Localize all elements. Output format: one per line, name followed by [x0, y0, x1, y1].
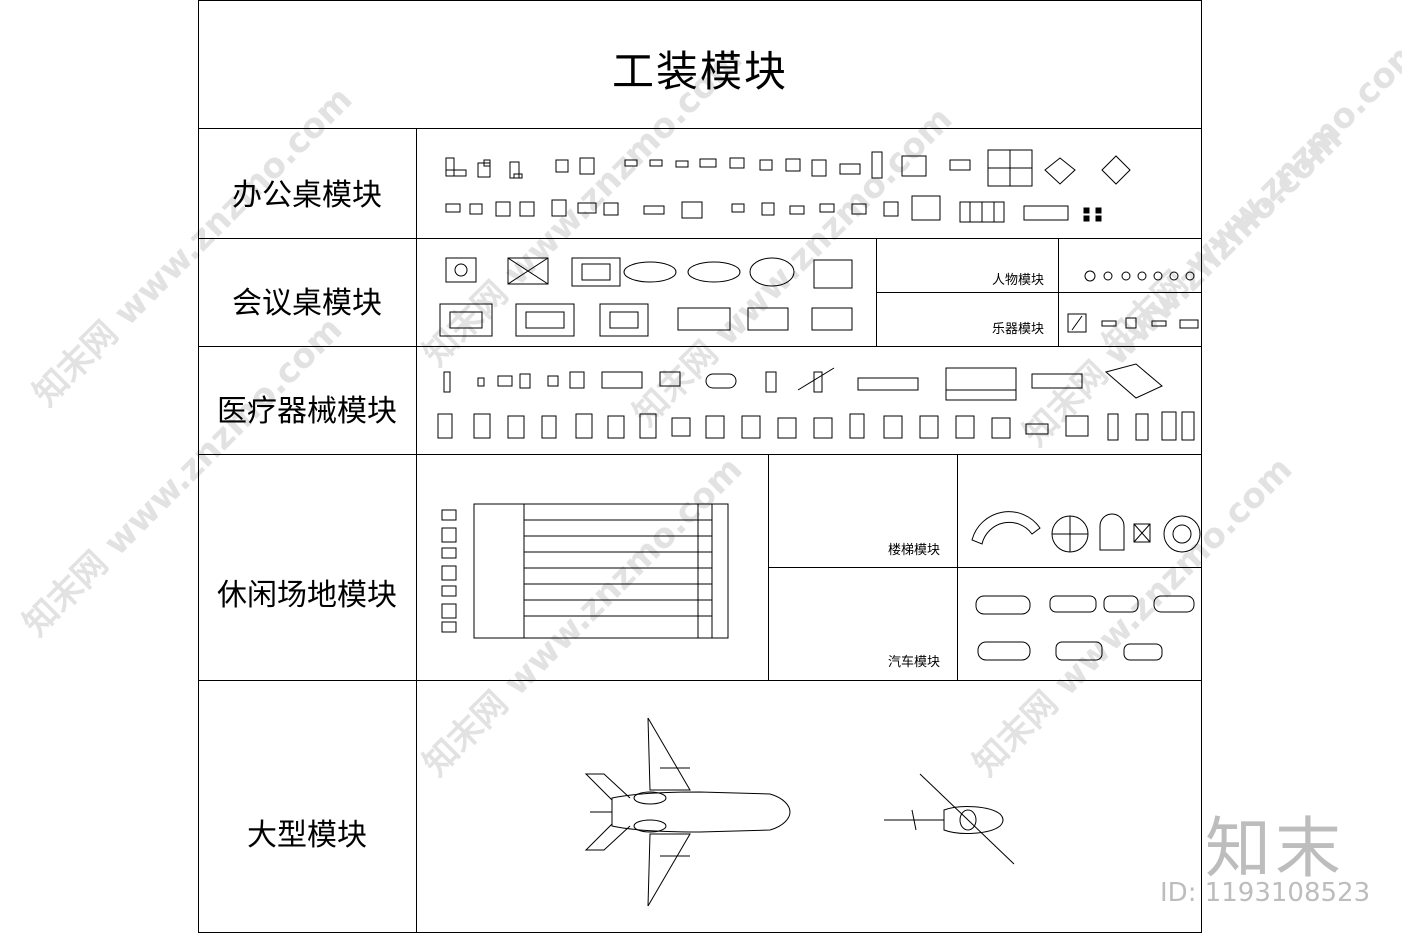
- airplane-drawing: [584, 717, 791, 907]
- bowling-alley-drawing: [441, 503, 729, 639]
- page-title: 工装模块: [611, 47, 788, 96]
- row-label-large: 大型模块: [247, 818, 367, 853]
- divider: [198, 346, 1202, 347]
- sub-label-people: 人物模块: [992, 273, 1045, 288]
- divider: [198, 238, 1202, 239]
- brand-logo-text: 知末: [1205, 810, 1345, 887]
- row-label-office-desk: 办公桌模块: [232, 178, 382, 213]
- sub-label-stairs: 楼梯模块: [888, 543, 941, 558]
- conference-table-icons: [439, 257, 853, 337]
- divider: [876, 292, 1202, 293]
- divider: [198, 680, 1202, 681]
- sub-label-instruments: 乐器模块: [992, 322, 1045, 337]
- office-desk-icons-row1: [445, 149, 1131, 187]
- people-icons: [1084, 270, 1195, 282]
- divider: [416, 128, 417, 933]
- divider: [198, 128, 1202, 129]
- row-label-medical: 医疗器械模块: [217, 394, 397, 429]
- car-icons: [975, 595, 1195, 661]
- helicopter-drawing: [884, 773, 1015, 865]
- table-frame: [198, 0, 1202, 933]
- row-label-leisure: 休闲场地模块: [217, 578, 397, 613]
- sub-label-cars: 汽车模块: [888, 655, 941, 670]
- brand-id: ID: 1193108523: [1160, 878, 1371, 908]
- row-label-conference-table: 会议桌模块: [232, 286, 382, 321]
- medical-equipment-icons: [437, 363, 1195, 441]
- stair-icons: [971, 511, 1201, 553]
- divider: [768, 567, 1202, 568]
- instrument-icons: [1067, 313, 1199, 333]
- divider: [198, 454, 1202, 455]
- office-desk-icons-row2: [445, 195, 1102, 223]
